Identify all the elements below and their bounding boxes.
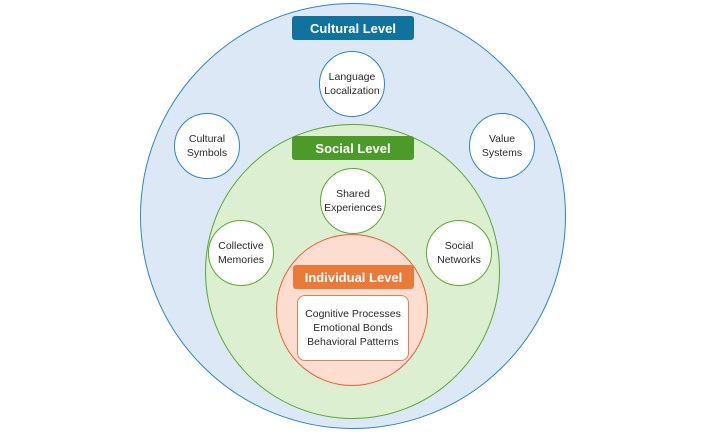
- node-label-line2: Symbols: [186, 147, 228, 159]
- cultural-node-cultural-symbols: Cultural Symbols: [174, 113, 240, 179]
- node-label-line1: Social: [444, 240, 474, 252]
- cultural-level-title: Cultural Level: [292, 16, 414, 40]
- individual-level-title: Individual Level: [293, 265, 414, 289]
- node-label-line1: Cultural: [188, 133, 226, 145]
- node-label-line1: Language: [328, 71, 376, 83]
- node-label-line1: Shared: [336, 188, 370, 200]
- individual-item: Behavioral Patterns: [307, 336, 399, 348]
- social-node-collective-memories: Collective Memories: [208, 220, 274, 286]
- node-label-line2: Networks: [437, 254, 481, 266]
- node-label-line1: Value: [488, 133, 516, 145]
- cultural-node-value-systems: Value Systems: [469, 113, 535, 179]
- individual-factors-box: Cognitive Processes Emotional Bonds Beha…: [297, 295, 409, 361]
- social-node-social-networks: Social Networks: [426, 220, 492, 286]
- cultural-node-language-localization: Language Localization: [319, 51, 385, 117]
- individual-item: Cognitive Processes: [305, 308, 401, 320]
- social-level-title: Social Level: [292, 136, 414, 160]
- node-label-line2: Memories: [217, 254, 265, 266]
- individual-item: Emotional Bonds: [313, 322, 393, 334]
- social-node-shared-experiences: Shared Experiences: [320, 168, 386, 234]
- node-label-line2: Experiences: [324, 202, 382, 214]
- node-label-line2: Localization: [324, 85, 380, 97]
- node-label-line1: Collective: [218, 240, 264, 252]
- node-label-line2: Systems: [481, 147, 523, 159]
